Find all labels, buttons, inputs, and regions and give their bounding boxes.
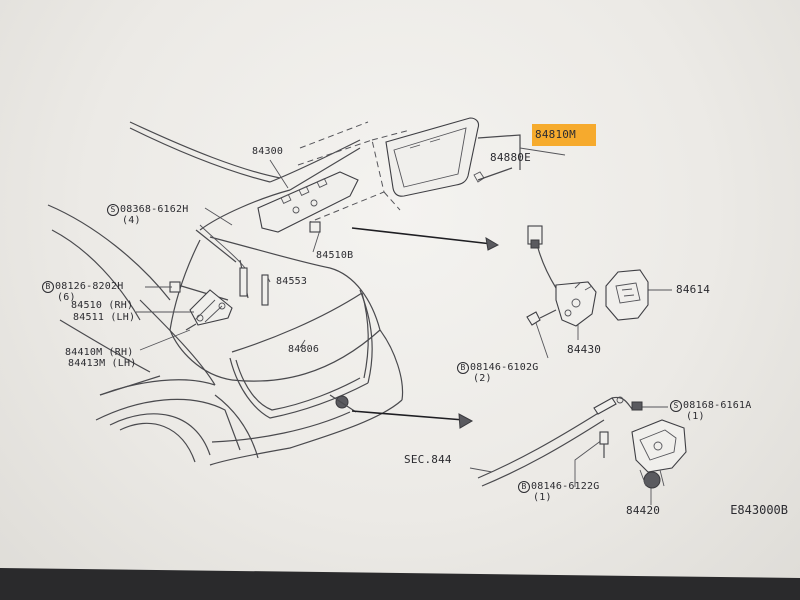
highlight-part-number <box>532 124 596 146</box>
label-84510: 84510 (RH) <box>71 300 134 311</box>
label-84410M: 84410M (RH) <box>65 347 134 358</box>
label-08368-qty: (4) <box>122 215 141 226</box>
label-84420: 84420 <box>626 504 661 517</box>
label-84806: 84806 <box>288 344 320 355</box>
label-08368-text: 08368-6162H <box>120 204 189 215</box>
label-84880E: 84880E <box>490 151 531 164</box>
trunk-switch <box>605 269 649 321</box>
label-84511: 84511 (LH) <box>73 312 136 323</box>
label-84810M: 84810M <box>535 128 576 141</box>
label-84614: 84614 <box>676 283 711 296</box>
hinge-and-stay-parts <box>169 221 357 413</box>
connection-arrows <box>351 227 500 429</box>
label-08168-qty: (1) <box>686 411 705 422</box>
label-08146-b-text: 08146-6122G <box>531 481 600 492</box>
label-sec-844: SEC.844 <box>404 453 452 466</box>
trunk-lock-and-cable <box>477 396 687 489</box>
bolt-s-symbol: S <box>107 204 119 216</box>
label-08126-qty: (6) <box>57 292 76 303</box>
license-lamp-lens <box>385 117 521 197</box>
trunk-lid-finisher <box>257 121 411 233</box>
label-84300: 84300 <box>252 146 284 157</box>
bolt-b-symbol: B <box>457 362 469 374</box>
diagram-code: E843000B <box>730 503 788 517</box>
bolt-b-symbol: B <box>42 281 54 293</box>
monitor-bezel <box>0 568 800 600</box>
lock-actuator <box>526 225 597 327</box>
label-08146-a-qty: (2) <box>473 373 492 384</box>
label-84430: 84430 <box>567 343 602 356</box>
label-08126-text: 08126-8202H <box>55 281 124 292</box>
label-84553: 84553 <box>276 276 308 287</box>
label-84413M: 84413M (LH) <box>68 358 137 369</box>
label-08146-b-qty: (1) <box>533 492 552 503</box>
bolt-b-symbol: B <box>518 481 530 493</box>
leader-lines <box>136 147 672 505</box>
label-08168-text: 08168-6161A <box>683 400 752 411</box>
label-08146-a-text: 08146-6102G <box>470 362 539 373</box>
bolt-s-symbol: S <box>670 400 682 412</box>
vehicle-rear-body <box>47 121 404 466</box>
label-84510B: 84510B <box>316 250 354 261</box>
